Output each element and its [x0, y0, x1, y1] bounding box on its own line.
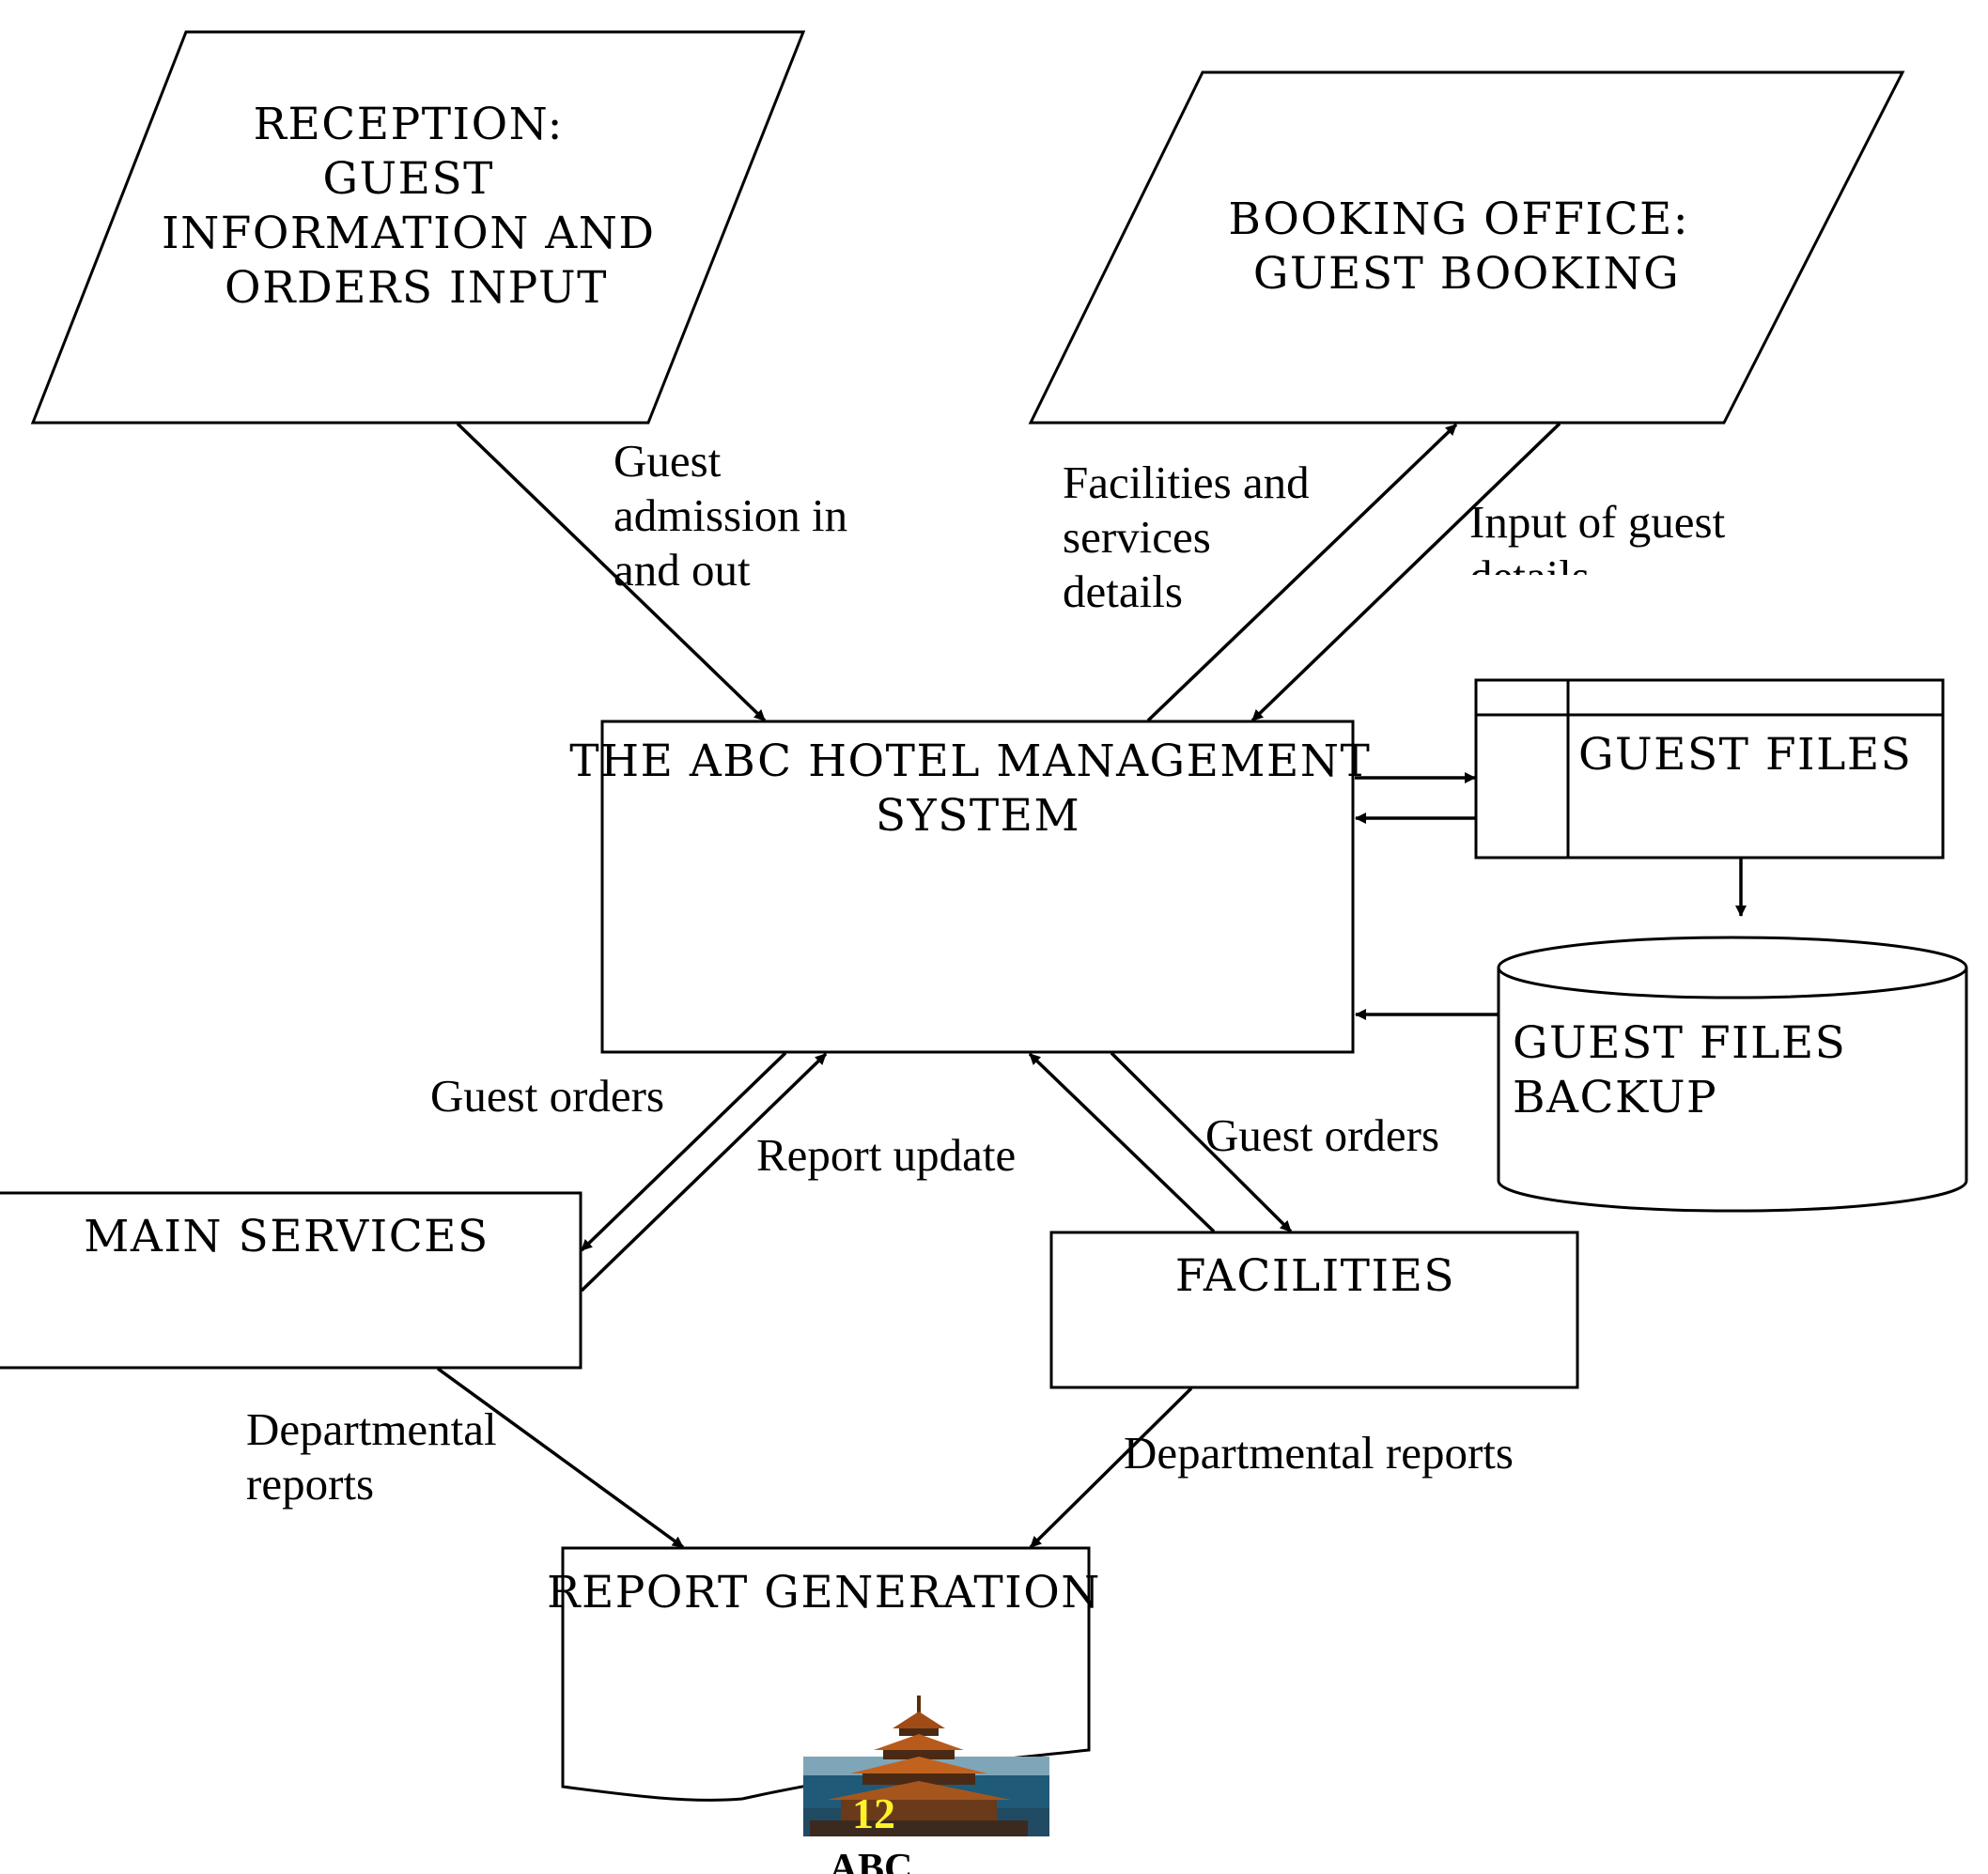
logo-caption: ABC: [830, 1847, 913, 1874]
arrow-main-services-to-system: [580, 1052, 828, 1293]
facilities-box: [1049, 1231, 1579, 1389]
report-generation-label: REPORT GENERATION: [547, 1567, 1101, 1618]
guest-files-backup-label-line: GUEST FILES: [1513, 1017, 1846, 1069]
hotel-system-label-line: SYSTEM: [876, 790, 1080, 842]
facilities-services-details-label-line: services: [1063, 511, 1211, 563]
departmental-reports-left-label-line: reports: [246, 1458, 374, 1510]
reception-label-line: RECEPTION:: [254, 99, 564, 150]
facilities-services-details-label-line: details: [1063, 565, 1183, 617]
arrow-facilities-to-report: [1029, 1386, 1193, 1549]
guest-orders-right-label: Guest orders: [1205, 1109, 1439, 1161]
arrow-system-to-booking: [1146, 423, 1458, 722]
reception-label-line: INFORMATION AND: [162, 208, 655, 259]
report-update-label: Report update: [756, 1129, 1016, 1181]
guest-admission-label-line: and out: [613, 544, 751, 596]
guest-admission-label-line: Guest: [613, 435, 722, 487]
booking-office-label-line: GUEST BOOKING: [1253, 248, 1680, 300]
reception-label: RECEPTION: GUEST INFORMATION AND ORDERS …: [162, 99, 671, 314]
guest-orders-left-label: Guest orders: [430, 1070, 664, 1122]
arrow-facilities-to-system: [1028, 1052, 1216, 1233]
pagoda-logo-image: [803, 1696, 1049, 1836]
arrow-system-to-main-services: [580, 1051, 787, 1252]
booking-office-box: [1028, 70, 1905, 425]
departmental-reports-right-label: Departmental reports: [1124, 1427, 1514, 1479]
hotel-system-label: THE ABC HOTEL MANAGEMENT SYSTEM: [569, 736, 1387, 842]
arrow-system-to-facilities: [1110, 1051, 1293, 1233]
booking-office-label: BOOKING OFFICE: GUEST BOOKING: [1228, 194, 1704, 300]
facilities-label: FACILITIES: [1175, 1250, 1455, 1302]
guest-admission-label: Guest admission in and out: [613, 435, 859, 596]
departmental-reports-left-label: Departmental reports: [246, 1403, 508, 1510]
reception-box: [30, 30, 806, 425]
guest-files-backup-label: GUEST FILES BACKUP: [1513, 1017, 1862, 1123]
guest-files-label: GUEST FILES: [1578, 729, 1912, 781]
facilities-services-details-label-line: Facilities and: [1063, 457, 1310, 508]
reception-label-line: ORDERS INPUT: [225, 262, 608, 314]
hotel-system-label-line: THE ABC HOTEL MANAGEMENT: [569, 736, 1371, 787]
guest-files-backup-label-line: BACKUP: [1513, 1072, 1717, 1123]
page-number: 12: [852, 1789, 895, 1837]
main-services-box: [0, 1191, 582, 1370]
input-guest-details-label-line: Input of guest: [1469, 496, 1726, 548]
arrow-main-services-to-report: [436, 1367, 685, 1549]
hotel-system-box: [600, 720, 1355, 1054]
input-guest-details-label: Input of guest details: [1469, 496, 1736, 602]
facilities-services-details-label: Facilities and services details: [1063, 457, 1321, 617]
departmental-reports-left-label-line: Departmental: [246, 1403, 497, 1455]
reception-label-line: GUEST: [323, 153, 495, 205]
guest-admission-label-line: admission in: [613, 489, 847, 541]
guest-files-backup-cylinder: [1497, 936, 1968, 1213]
arrow-booking-to-system: [1250, 422, 1561, 722]
guest-files-store: [1474, 678, 1945, 860]
booking-office-label-line: BOOKING OFFICE:: [1228, 194, 1689, 245]
input-guest-details-label-line: details: [1469, 550, 1590, 602]
main-services-label: MAIN SERVICES: [84, 1211, 489, 1262]
arrow-reception-to-system: [456, 422, 767, 722]
